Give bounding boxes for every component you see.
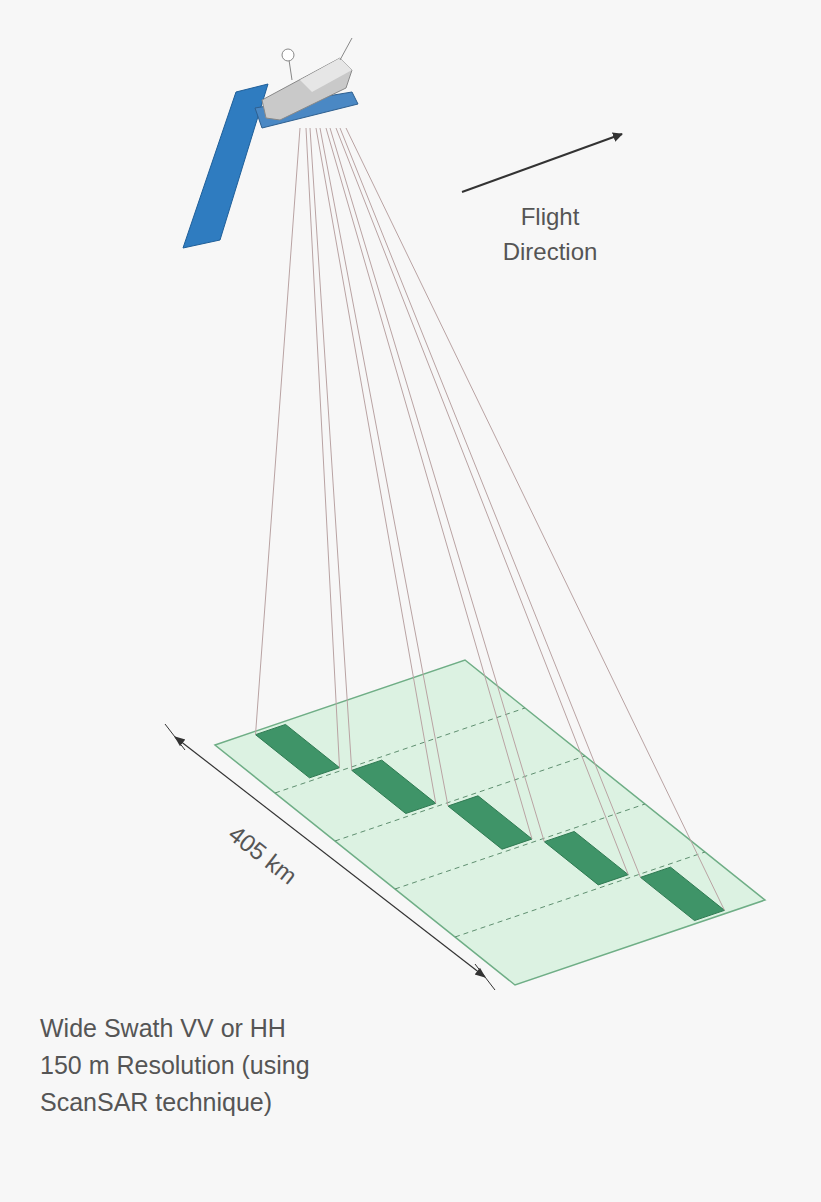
subswath-divider xyxy=(395,804,645,889)
beam-line xyxy=(330,128,544,842)
beam-line xyxy=(256,128,301,735)
beam-footprint xyxy=(256,724,340,777)
beam-line xyxy=(310,128,352,770)
satellite xyxy=(183,38,358,248)
beam-line xyxy=(346,128,725,910)
beam-footprint xyxy=(641,867,725,920)
flight-arrow xyxy=(462,134,622,192)
beam-footprint xyxy=(544,831,628,884)
beam-line xyxy=(326,128,532,839)
beam-line xyxy=(306,128,340,768)
caption: Wide Swath VV or HH 150 m Resolution (us… xyxy=(40,1010,325,1121)
beam-line xyxy=(340,128,641,877)
beam-line xyxy=(336,128,628,875)
beam-footprint xyxy=(352,760,436,813)
direction-label: Flight Direction xyxy=(480,200,620,270)
dimension-tick xyxy=(165,724,185,750)
beam-line xyxy=(320,128,448,806)
dimension-tick xyxy=(475,964,495,990)
subswath-divider xyxy=(335,756,585,841)
dimension-line xyxy=(175,737,485,977)
beam-footprint xyxy=(448,796,532,849)
